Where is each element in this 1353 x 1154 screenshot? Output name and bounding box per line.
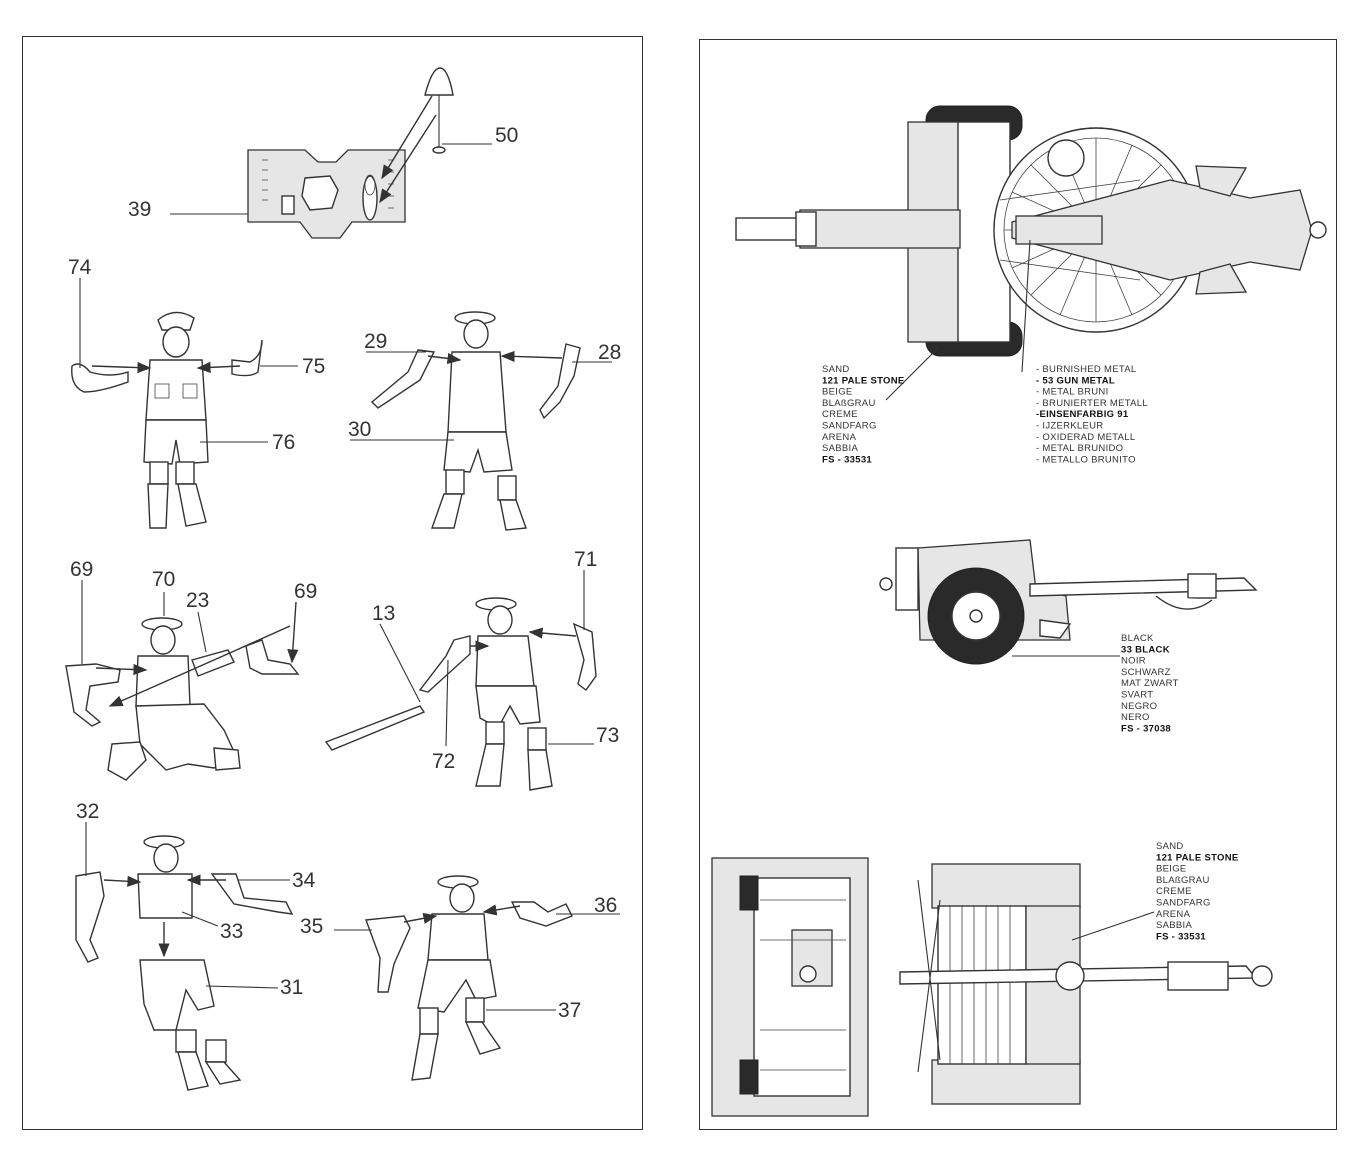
color-callout-line: -EINSENFARBIG 91 <box>1036 409 1129 420</box>
color-callout-line: - 53 GUN METAL <box>1036 375 1115 386</box>
color-callout-line: - METALLO BRUNITO <box>1036 454 1136 465</box>
part-number-39: 39 <box>128 198 151 221</box>
color-callout-line: FS - 33531 <box>822 454 872 465</box>
arm-74 <box>71 363 129 393</box>
color-callout-line: BLACK <box>1121 633 1154 644</box>
color-callout-line: SAND <box>1156 841 1184 852</box>
part-number-72: 72 <box>432 750 455 773</box>
color-callout-line: NERO <box>1121 712 1150 723</box>
part-number-32: 32 <box>76 800 99 823</box>
arm-69-right <box>245 639 300 675</box>
part-number-31: 31 <box>280 976 303 999</box>
color-callout-line: - METAL BRUNIDO <box>1036 443 1123 454</box>
color-callout-line: BLAßGRAU <box>822 398 876 409</box>
color-callout-line: SVART <box>1121 690 1153 701</box>
color-callout-line: SABBIA <box>822 443 858 454</box>
gun-top-view <box>735 105 1327 357</box>
color-callout-line: 121 PALE STONE <box>1156 852 1239 863</box>
color-callout-line: SABBIA <box>1156 920 1192 931</box>
color-callout-line: SAND <box>822 364 850 375</box>
rammer-soldier-figure <box>475 597 553 791</box>
arm-75 <box>231 339 263 377</box>
limber-top-view <box>711 857 869 1117</box>
color-callout-line: NOIR <box>1121 656 1146 667</box>
color-callout-line: MAT ZWART <box>1121 678 1179 689</box>
part-number-29: 29 <box>364 330 387 353</box>
color-callout-line: CREME <box>822 409 858 420</box>
color-callout-line: - BRUNIERTER METALL <box>1036 398 1148 409</box>
color-callout-line: BEIGE <box>1156 864 1187 875</box>
arm-29 <box>370 349 436 409</box>
color-callout-line: - OXIDERAD METALL <box>1036 432 1135 443</box>
color-callout-line: SANDFARG <box>822 421 877 432</box>
color-callout-line: SCHWARZ <box>1121 667 1171 678</box>
color-callout-line: SANDFARG <box>1156 898 1211 909</box>
shovel-part <box>424 67 454 154</box>
color-callout-line: CREME <box>1156 886 1192 897</box>
rammer-13 <box>324 705 426 751</box>
part-number-69-right: 69 <box>294 580 317 603</box>
arm-69-left <box>65 663 121 727</box>
part-number-74: 74 <box>68 256 92 279</box>
part-number-50: 50 <box>495 124 518 147</box>
arm-36 <box>510 901 573 927</box>
color-callout-line: - BURNISHED METAL <box>1036 364 1136 375</box>
color-callout-line: 33 BLACK <box>1121 644 1170 655</box>
trail-plate-part <box>247 149 406 239</box>
arm-32 <box>75 871 105 963</box>
part-number-13: 13 <box>372 602 395 625</box>
arm-71 <box>572 622 597 691</box>
kneeling-loader-figure <box>107 617 241 781</box>
color-callout-line: - IJZERKLEUR <box>1036 421 1103 432</box>
soldier-figure-2 <box>431 311 527 531</box>
officer-figure <box>143 311 209 529</box>
part-number-35: 35 <box>300 915 323 938</box>
color-callout-line: 121 PALE STONE <box>822 375 905 386</box>
color-callout-line: FS - 33531 <box>1156 931 1206 942</box>
figure-assembly-panel <box>22 36 643 1130</box>
arm-28 <box>539 343 581 420</box>
part-number-71: 71 <box>574 548 597 571</box>
part-number-69-left: 69 <box>70 558 93 581</box>
seated-soldier-figure <box>137 835 242 1091</box>
part-number-34: 34 <box>292 869 316 892</box>
part-number-70: 70 <box>152 568 175 591</box>
painting-guide-panel <box>699 39 1337 1130</box>
color-callout-line: BEIGE <box>822 387 853 398</box>
running-soldier-figure <box>411 875 502 1081</box>
part-number-30: 30 <box>348 418 371 441</box>
arm-72 <box>418 635 471 693</box>
part-number-73: 73 <box>596 724 619 747</box>
color-callout-line: FS - 37038 <box>1121 723 1171 734</box>
color-callout-line: BLAßGRAU <box>1156 875 1210 886</box>
arm-35 <box>365 915 411 993</box>
gun-side-view <box>879 539 1258 665</box>
part-number-36: 36 <box>594 894 617 917</box>
part-number-33: 33 <box>220 920 243 943</box>
gun-shield-top-view <box>899 863 1273 1105</box>
color-callout-line: - METAL BRUNI <box>1036 387 1109 398</box>
color-callout-line: ARENA <box>1156 909 1191 920</box>
part-number-28: 28 <box>598 341 621 364</box>
color-callout-line: NEGRO <box>1121 701 1157 712</box>
part-number-37: 37 <box>558 999 581 1022</box>
part-number-76: 76 <box>272 431 295 454</box>
part-number-75: 75 <box>302 355 325 378</box>
color-callout-line: ARENA <box>822 432 857 443</box>
arm-34 <box>210 873 294 915</box>
part-number-23: 23 <box>186 589 209 612</box>
color-callout-metal: - BURNISHED METAL- 53 GUN METAL- METAL B… <box>1036 364 1148 465</box>
